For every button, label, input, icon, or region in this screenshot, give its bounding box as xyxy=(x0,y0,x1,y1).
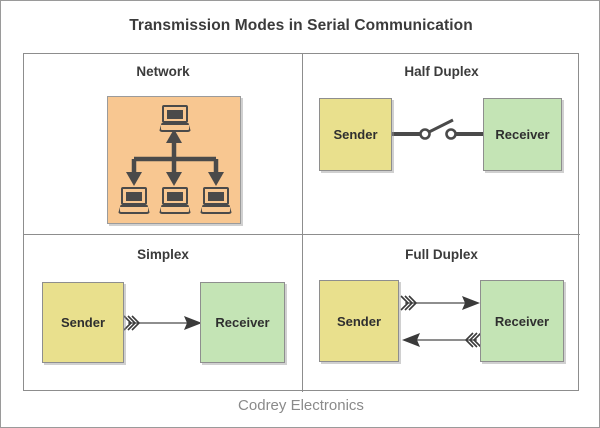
footer-credit: Codrey Electronics xyxy=(238,397,364,414)
arrow-head-down-right xyxy=(208,172,224,186)
arrow-head-left xyxy=(402,333,420,347)
laptop-icon xyxy=(159,105,191,132)
laptop-icon xyxy=(159,187,191,214)
receiver-label: Receiver xyxy=(494,313,550,329)
simplex-receiver-box: Receiver xyxy=(200,282,285,363)
sender-label: Sender xyxy=(336,313,382,329)
quadrant-table: Network xyxy=(23,53,580,392)
full-duplex-sender-box: Sender xyxy=(319,280,399,362)
sender-label: Sender xyxy=(60,315,106,330)
receiver-label: Receiver xyxy=(215,315,270,330)
half-duplex-connector xyxy=(392,118,484,140)
quadrant-title-network: Network xyxy=(136,64,190,79)
quadrant-title-simplex: Simplex xyxy=(137,247,189,262)
laptop-icon xyxy=(200,187,232,214)
horizontal-divider xyxy=(24,234,580,235)
full-duplex-receiver-box: Receiver xyxy=(480,280,564,362)
half-duplex-sender-box: Sender xyxy=(319,98,392,171)
network-arrows xyxy=(126,129,224,186)
page-title: Transmission Modes in Serial Communicati… xyxy=(129,17,473,34)
arrow-head-right xyxy=(462,296,480,310)
full-duplex-arrows xyxy=(400,295,482,348)
quadrant-full-duplex: Full Duplex S xyxy=(303,235,580,392)
quadrant-simplex: Simplex Sender Receiver xyxy=(24,235,302,392)
arrow-head-down-center xyxy=(166,172,182,186)
vertical-divider xyxy=(302,54,303,392)
quadrant-half-duplex: Half Duplex Sender Receiver xyxy=(303,54,580,234)
simplex-sender-box: Sender xyxy=(42,282,124,363)
half-duplex-receiver-box: Receiver xyxy=(483,98,562,171)
quadrant-network: Network xyxy=(24,54,302,234)
laptop-icon xyxy=(118,187,150,214)
simplex-arrow xyxy=(123,315,202,331)
network-panel xyxy=(107,96,241,224)
arrow-head-right xyxy=(184,316,202,330)
arrow-head-down-left xyxy=(126,172,142,186)
quadrant-title-half-duplex: Half Duplex xyxy=(404,64,479,79)
sender-label: Sender xyxy=(333,127,378,142)
receiver-label: Receiver xyxy=(495,127,550,142)
arrow-head-up xyxy=(166,129,182,143)
switch-terminal-left xyxy=(419,128,431,140)
switch-terminal-right xyxy=(445,128,457,140)
quadrant-title-full-duplex: Full Duplex xyxy=(405,247,478,262)
